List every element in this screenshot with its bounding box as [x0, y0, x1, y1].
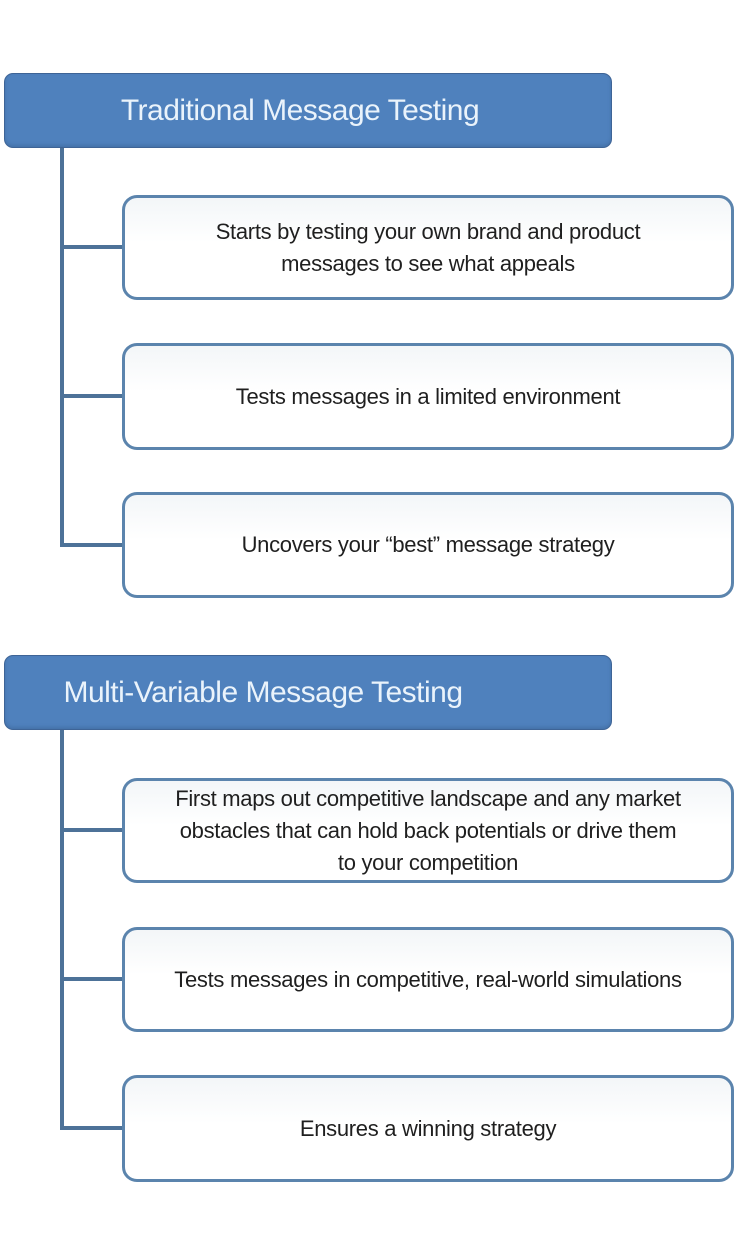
section-title: Multi-Variable Message Testing: [63, 675, 463, 709]
connector-branch: [60, 543, 122, 547]
section-title: Traditional Message Testing: [120, 93, 480, 127]
connector-trunk: [60, 148, 64, 547]
connector-branch: [60, 245, 122, 249]
item-text-line: Ensures a winning strategy: [299, 1115, 557, 1141]
connector-trunk: [60, 730, 64, 1130]
connector-branch: [60, 394, 122, 398]
connector-branch: [60, 977, 122, 981]
section-header-multi-variable: Multi-Variable Message Testing: [4, 655, 612, 730]
diagram-item: Ensures a winning strategy: [122, 1075, 734, 1182]
item-text-line: to your competition: [337, 849, 519, 875]
item-text-line: Tests messages in competitive, real-worl…: [174, 966, 682, 992]
item-text-line: messages to see what appeals: [281, 250, 575, 276]
section-header-traditional: Traditional Message Testing: [4, 73, 612, 148]
item-text-line: First maps out competitive landscape and…: [175, 785, 681, 811]
diagram-item: Uncovers your “best” message strategy: [122, 492, 734, 598]
diagram-item: Starts by testing your own brand and pro…: [122, 195, 734, 300]
item-text-line: Starts by testing your own brand and pro…: [215, 218, 641, 244]
item-text-line: Uncovers your “best” message strategy: [241, 532, 615, 557]
diagram-item: Tests messages in competitive, real-worl…: [122, 927, 734, 1032]
item-text-line: obstacles that can hold back potentials …: [179, 817, 677, 843]
connector-branch: [60, 828, 122, 832]
diagram-item: First maps out competitive landscape and…: [122, 778, 734, 883]
connector-branch: [60, 1126, 122, 1130]
diagram-item: Tests messages in a limited environment: [122, 343, 734, 450]
item-text-line: Tests messages in a limited environment: [235, 383, 621, 409]
